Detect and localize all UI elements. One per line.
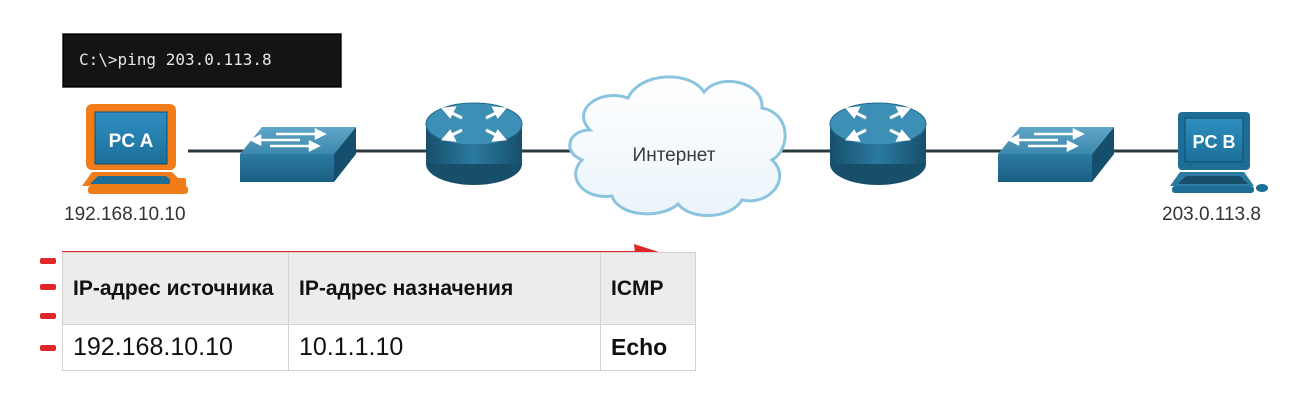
packet-dashes	[40, 258, 56, 351]
header-icmp: ICMP	[600, 252, 696, 325]
switch-left-icon[interactable]	[240, 127, 356, 182]
header-destination-ip: IP-адрес назначения	[288, 252, 601, 325]
cell-destination-ip: 10.1.1.10	[288, 324, 601, 371]
packet-header-table: IP-адрес источника IP-адрес назначения I…	[62, 252, 696, 371]
router-left-icon[interactable]	[425, 102, 523, 185]
header-source-ip: IP-адрес источника	[62, 252, 289, 325]
pc-b-label: PC B	[1192, 132, 1235, 152]
internet-label: Интернет	[633, 145, 716, 166]
pc-a-ip-label: 192.168.10.10	[64, 204, 186, 225]
pc-a-icon[interactable]: PC A	[82, 104, 188, 194]
table-row: 192.168.10.10 10.1.1.10 Echo	[62, 324, 696, 371]
command-text: C:\>ping 203.0.113.8	[79, 50, 272, 69]
pc-a-label: PC A	[109, 131, 154, 152]
switch-right-icon[interactable]	[998, 127, 1114, 182]
pc-b-icon[interactable]: PC B	[1170, 112, 1268, 193]
command-prompt: C:\>ping 203.0.113.8	[62, 33, 342, 88]
cell-source-ip: 192.168.10.10	[62, 324, 289, 371]
table-header-row: IP-адрес источника IP-адрес назначения I…	[62, 252, 696, 325]
pc-b-ip-label: 203.0.113.8	[1162, 204, 1261, 225]
cell-icmp: Echo	[600, 324, 696, 371]
internet-cloud: Интернет	[568, 75, 787, 217]
router-right-icon[interactable]	[829, 102, 927, 185]
